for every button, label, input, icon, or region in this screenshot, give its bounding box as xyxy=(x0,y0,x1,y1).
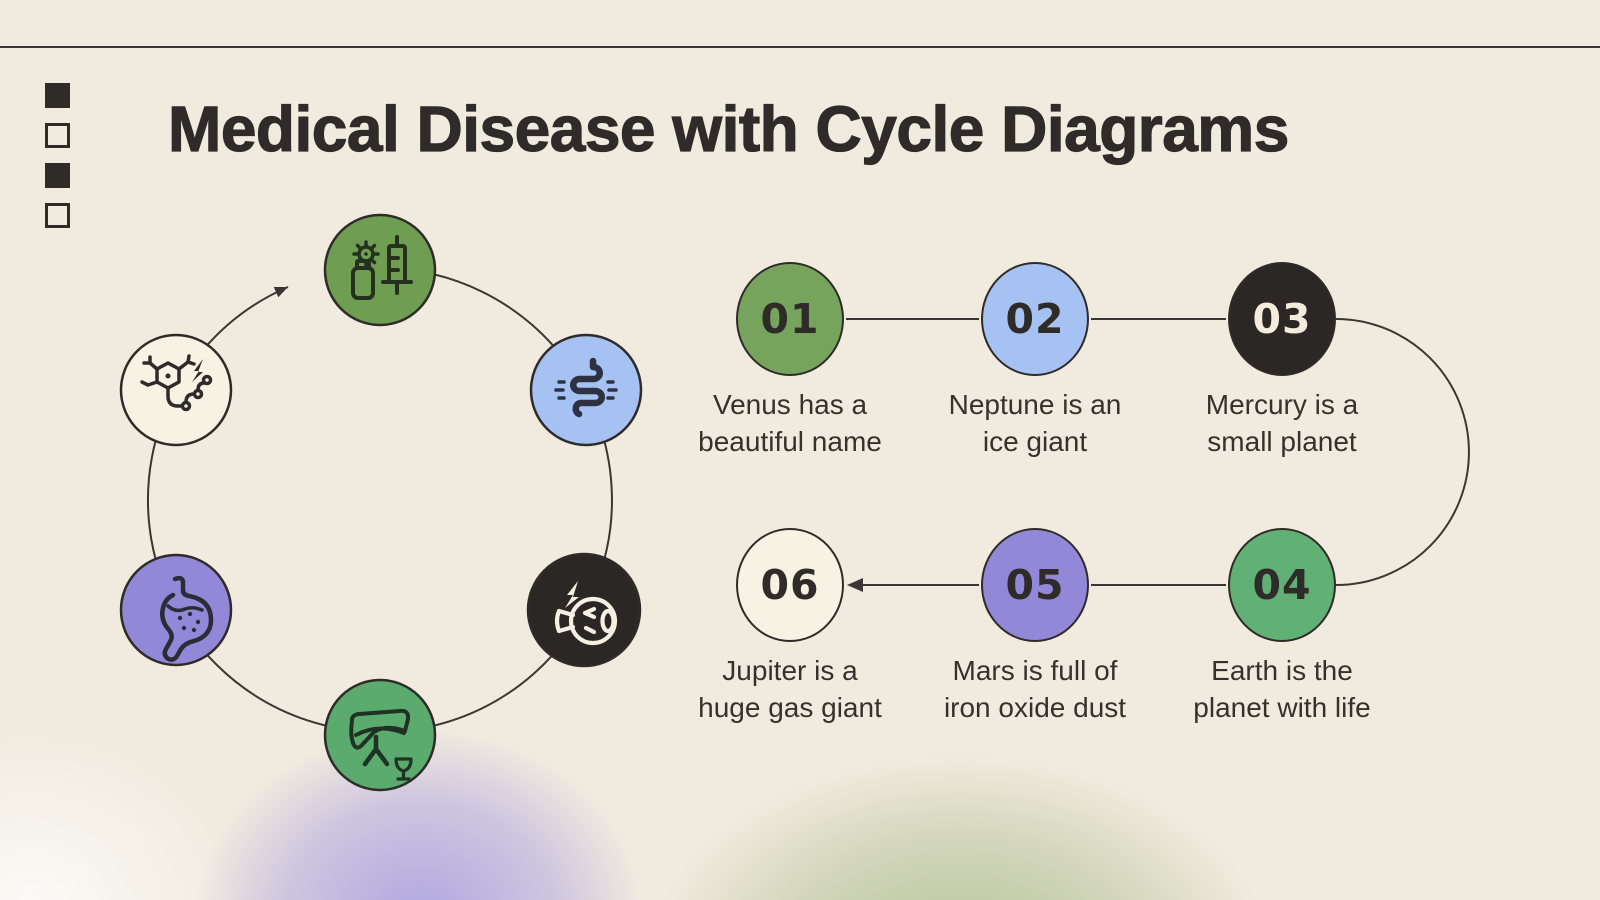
step-label: Mercury is a small planet xyxy=(1205,389,1359,457)
top-rule xyxy=(0,46,1600,48)
step-label: Neptune is an ice giant xyxy=(948,389,1122,457)
neuron-lightning-icon xyxy=(140,354,213,412)
step-number-circle: 01 xyxy=(736,262,844,376)
page-title: Medical Disease with Cycle Diagrams xyxy=(167,92,1289,165)
step-number-circle: 03 xyxy=(1228,262,1336,376)
step-number: 04 xyxy=(1252,561,1312,609)
square-bullet-outline xyxy=(45,203,70,228)
eye-lightning-icon xyxy=(554,581,618,646)
intestines-icon xyxy=(554,357,618,418)
step-label: Jupiter is a huge gas giant xyxy=(698,655,882,723)
square-bullet-filled xyxy=(45,83,70,108)
stomach-icon xyxy=(160,575,214,662)
step-number: 02 xyxy=(1005,295,1065,343)
step-number: 06 xyxy=(760,561,820,609)
step-number: 03 xyxy=(1252,295,1312,343)
cycle-arrowhead-icon xyxy=(273,287,288,298)
step-number-circle: 04 xyxy=(1228,528,1336,642)
step-number: 01 xyxy=(760,295,820,343)
step-label: Venus has a beautiful name xyxy=(698,389,882,457)
liver-alcohol-icon xyxy=(349,708,413,781)
cycle-node-liver xyxy=(323,678,437,792)
cycle-node-intestine xyxy=(529,333,643,447)
step-label: Mars is full of iron oxide dust xyxy=(943,655,1127,723)
cycle-ring xyxy=(147,267,613,733)
square-bullet-outline xyxy=(45,123,70,148)
step-number-circle: 02 xyxy=(981,262,1089,376)
step-number-circle: 06 xyxy=(736,528,844,642)
decor-squares xyxy=(45,83,70,228)
cycle-node-eye xyxy=(526,552,642,668)
square-bullet-filled xyxy=(45,163,70,188)
cycle-diagram xyxy=(119,213,643,792)
cycle-node-neuron xyxy=(119,333,233,447)
step-label: Earth is the planet with life xyxy=(1193,655,1371,723)
virus-syringe-vial-icon xyxy=(351,235,413,300)
cycle-node-medication xyxy=(323,213,437,327)
step-number-circle: 05 xyxy=(981,528,1089,642)
cycle-node-stomach xyxy=(119,553,233,667)
step-number: 05 xyxy=(1005,561,1065,609)
